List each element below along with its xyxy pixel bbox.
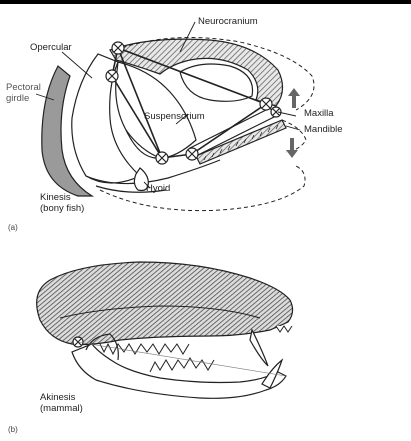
lower-teeth: [150, 358, 214, 372]
mammal-skull: [37, 262, 293, 398]
upper-canine: [250, 330, 268, 366]
label-hyoid: Hyoid: [146, 183, 170, 194]
panel-b-tag: (b): [8, 424, 18, 435]
upper-teeth: [100, 344, 189, 354]
arrow-up-icon: [288, 88, 300, 108]
label-maxilla: Maxilla: [304, 108, 334, 119]
label-opercular: Opercular: [30, 42, 72, 53]
label-girdle: girdle: [6, 93, 29, 104]
caption-bony-fish: (bony fish): [40, 203, 84, 214]
caption-akinesis: Akinesis: [40, 392, 75, 403]
label-neurocranium: Neurocranium: [198, 16, 258, 27]
arrow-down-icon: [286, 138, 298, 158]
caption-mammal: (mammal): [40, 403, 83, 414]
cranium-shape: [37, 262, 293, 345]
opercular-shape: [72, 54, 140, 183]
label-pectoral: Pectoral: [6, 82, 41, 93]
orbit-shape: [180, 64, 253, 101]
panel-a-tag: (a): [8, 222, 18, 233]
caption-kinesis: Kinesis: [40, 192, 71, 203]
label-suspensorium: Suspensorium: [144, 111, 205, 122]
label-mandible: Mandible: [304, 124, 343, 135]
